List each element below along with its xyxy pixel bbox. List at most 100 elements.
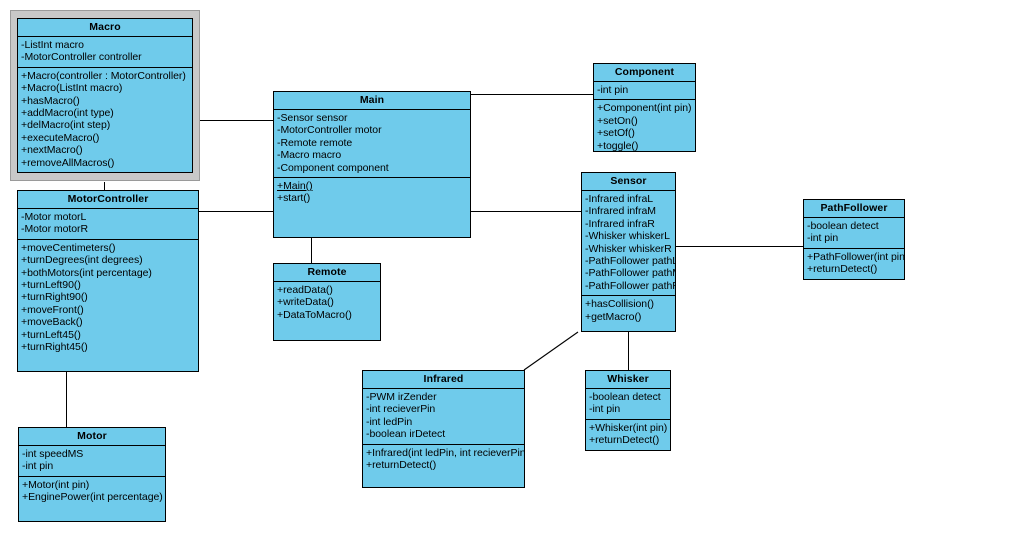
class-box-infrared[interactable]: Infrared -PWM irZender -int recieverPin … bbox=[362, 370, 525, 488]
class-box-pathfollower[interactable]: PathFollower -boolean detect -int pin +P… bbox=[803, 199, 905, 280]
attribute-row: -Component component bbox=[277, 161, 389, 174]
class-box-main[interactable]: Main -Sensor sensor -MotorController mot… bbox=[273, 91, 471, 238]
class-title-remote: Remote bbox=[274, 264, 380, 282]
attribute-row: -Infrared infraR bbox=[585, 217, 655, 230]
operation-row: +Main() bbox=[277, 180, 313, 193]
operation-row: +toggle() bbox=[597, 139, 639, 152]
operation-row: +setOn() bbox=[597, 114, 638, 127]
class-operations-sensor: +hasCollision() +getMacro() bbox=[582, 296, 675, 326]
operation-row: +Macro(controller : MotorController) bbox=[21, 69, 186, 82]
class-box-motorcontroller[interactable]: MotorController -Motor motorL -Motor mot… bbox=[17, 190, 199, 372]
attribute-row: -boolean detect bbox=[589, 391, 661, 403]
class-title-motor: Motor bbox=[19, 428, 165, 446]
attribute-row: -int ledPin bbox=[366, 415, 413, 428]
attribute-row: -Infrared infraL bbox=[585, 193, 654, 205]
class-title-component: Component bbox=[594, 64, 695, 82]
class-box-sensor[interactable]: Sensor -Infrared infraL -Infrared infraM… bbox=[581, 172, 676, 332]
operation-row: +setOf() bbox=[597, 127, 635, 140]
class-title-macro: Macro bbox=[18, 19, 192, 37]
attribute-row: -PathFollower pathR bbox=[585, 279, 676, 292]
class-operations-macro: +Macro(controller : MotorController) +Ma… bbox=[18, 68, 192, 172]
class-box-macro[interactable]: Macro -ListInt macro -MotorController co… bbox=[17, 18, 193, 173]
operation-row: +PathFollower(int pin) bbox=[807, 250, 905, 263]
class-operations-infrared: +Infrared(int ledPin, int recieverPin) +… bbox=[363, 445, 524, 475]
operation-row: +Infrared(int ledPin, int recieverPin) bbox=[366, 446, 525, 459]
attribute-row: -int pin bbox=[589, 403, 621, 416]
attribute-row: -PWM irZender bbox=[366, 391, 437, 403]
operation-row: +returnDetect() bbox=[589, 434, 660, 447]
attribute-row: -int pin bbox=[807, 232, 839, 245]
class-attributes-motor: -int speedMS -int pin bbox=[19, 446, 165, 477]
class-title-infrared: Infrared bbox=[363, 371, 524, 389]
operation-row: +hasCollision() bbox=[585, 298, 654, 311]
class-attributes-macro: -ListInt macro -MotorController controll… bbox=[18, 37, 192, 68]
class-operations-whisker: +Whisker(int pin) +returnDetect() bbox=[586, 420, 670, 450]
attribute-row: -ListInt macro bbox=[21, 39, 84, 51]
operation-row: +turnLeft90() bbox=[21, 279, 81, 292]
attribute-row: -Remote remote bbox=[277, 136, 353, 149]
connector-macro-motorcontroller bbox=[104, 182, 105, 190]
operation-row: +Whisker(int pin) bbox=[589, 421, 668, 434]
operation-row: +moveBack() bbox=[21, 316, 83, 329]
operation-row: +writeData() bbox=[277, 296, 334, 309]
connector-sensor-pathfollower bbox=[676, 246, 803, 247]
class-attributes-motorcontroller: -Motor motorL -Motor motorR bbox=[18, 209, 198, 240]
class-operations-motor: +Motor(int pin) +EnginePower(int percent… bbox=[19, 477, 165, 507]
attribute-row: -boolean irDetect bbox=[366, 428, 446, 441]
operation-row: +turnLeft45() bbox=[21, 328, 81, 341]
class-operations-remote: +readData() +writeData() +DataToMacro() bbox=[274, 282, 380, 324]
attribute-row: -boolean detect bbox=[807, 220, 879, 232]
class-operations-component: +Component(int pin) +setOn() +setOf() +t… bbox=[594, 100, 695, 152]
operation-row: +readData() bbox=[277, 284, 333, 296]
attribute-row: -int pin bbox=[597, 84, 629, 96]
operation-row: +Component(int pin) bbox=[597, 102, 692, 115]
operation-row: +hasMacro() bbox=[21, 94, 80, 107]
class-box-remote[interactable]: Remote +readData() +writeData() +DataToM… bbox=[273, 263, 381, 341]
operation-row: +turnDegrees(int degrees) bbox=[21, 254, 143, 267]
connector-main-remote bbox=[311, 238, 312, 263]
class-title-motorcontroller: MotorController bbox=[18, 191, 198, 209]
connector-main-sensor bbox=[471, 211, 581, 212]
class-attributes-sensor: -Infrared infraL -Infrared infraM -Infra… bbox=[582, 191, 676, 297]
operation-row: +moveCentimeters() bbox=[21, 241, 116, 254]
attribute-row: -Macro macro bbox=[277, 149, 342, 162]
operation-row: +EnginePower(int percentage) bbox=[22, 491, 163, 504]
operation-row: +removeAllMacros() bbox=[21, 156, 115, 169]
class-box-component[interactable]: Component -int pin +Component(int pin) +… bbox=[593, 63, 696, 152]
operation-row: +returnDetect() bbox=[366, 459, 437, 472]
connector-motorcontroller-motor bbox=[66, 372, 67, 427]
operation-row: +turnRight90() bbox=[21, 291, 88, 304]
operation-row: +DataToMacro() bbox=[277, 308, 352, 321]
attribute-row: -PathFollower pathM bbox=[585, 267, 676, 280]
attribute-row: -MotorController motor bbox=[277, 124, 382, 137]
attribute-row: -Infrared infraM bbox=[585, 205, 656, 218]
class-title-sensor: Sensor bbox=[582, 173, 675, 191]
operation-row: +addMacro(int type) bbox=[21, 107, 114, 120]
class-attributes-whisker: -boolean detect -int pin bbox=[586, 389, 670, 420]
attribute-row: -MotorController controller bbox=[21, 51, 142, 64]
class-box-whisker[interactable]: Whisker -boolean detect -int pin +Whiske… bbox=[585, 370, 671, 451]
attribute-row: -int pin bbox=[22, 460, 54, 473]
operation-row: +start() bbox=[277, 192, 311, 205]
attribute-row: -PathFollower pathL bbox=[585, 255, 676, 268]
operation-row: +bothMotors(int percentage) bbox=[21, 266, 152, 279]
class-title-main: Main bbox=[274, 92, 470, 110]
connector-macro-main bbox=[200, 120, 274, 121]
class-attributes-pathfollower: -boolean detect -int pin bbox=[804, 218, 904, 249]
operation-row: +turnRight45() bbox=[21, 341, 88, 354]
operation-row: +returnDetect() bbox=[807, 263, 878, 276]
class-attributes-main: -Sensor sensor -MotorController motor -R… bbox=[274, 110, 470, 179]
attribute-row: -int speedMS bbox=[22, 448, 84, 460]
class-attributes-component: -int pin bbox=[594, 82, 695, 101]
connector-motorcontroller-main bbox=[198, 211, 274, 212]
class-box-motor[interactable]: Motor -int speedMS -int pin +Motor(int p… bbox=[18, 427, 166, 522]
attribute-row: -int recieverPin bbox=[366, 403, 436, 416]
attribute-row: -Motor motorL bbox=[21, 211, 87, 223]
operation-row: +Macro(ListInt macro) bbox=[21, 82, 123, 95]
attribute-row: -Motor motorR bbox=[21, 223, 89, 236]
class-title-whisker: Whisker bbox=[586, 371, 670, 389]
attribute-row: -Sensor sensor bbox=[277, 112, 348, 124]
operation-row: +executeMacro() bbox=[21, 131, 100, 144]
